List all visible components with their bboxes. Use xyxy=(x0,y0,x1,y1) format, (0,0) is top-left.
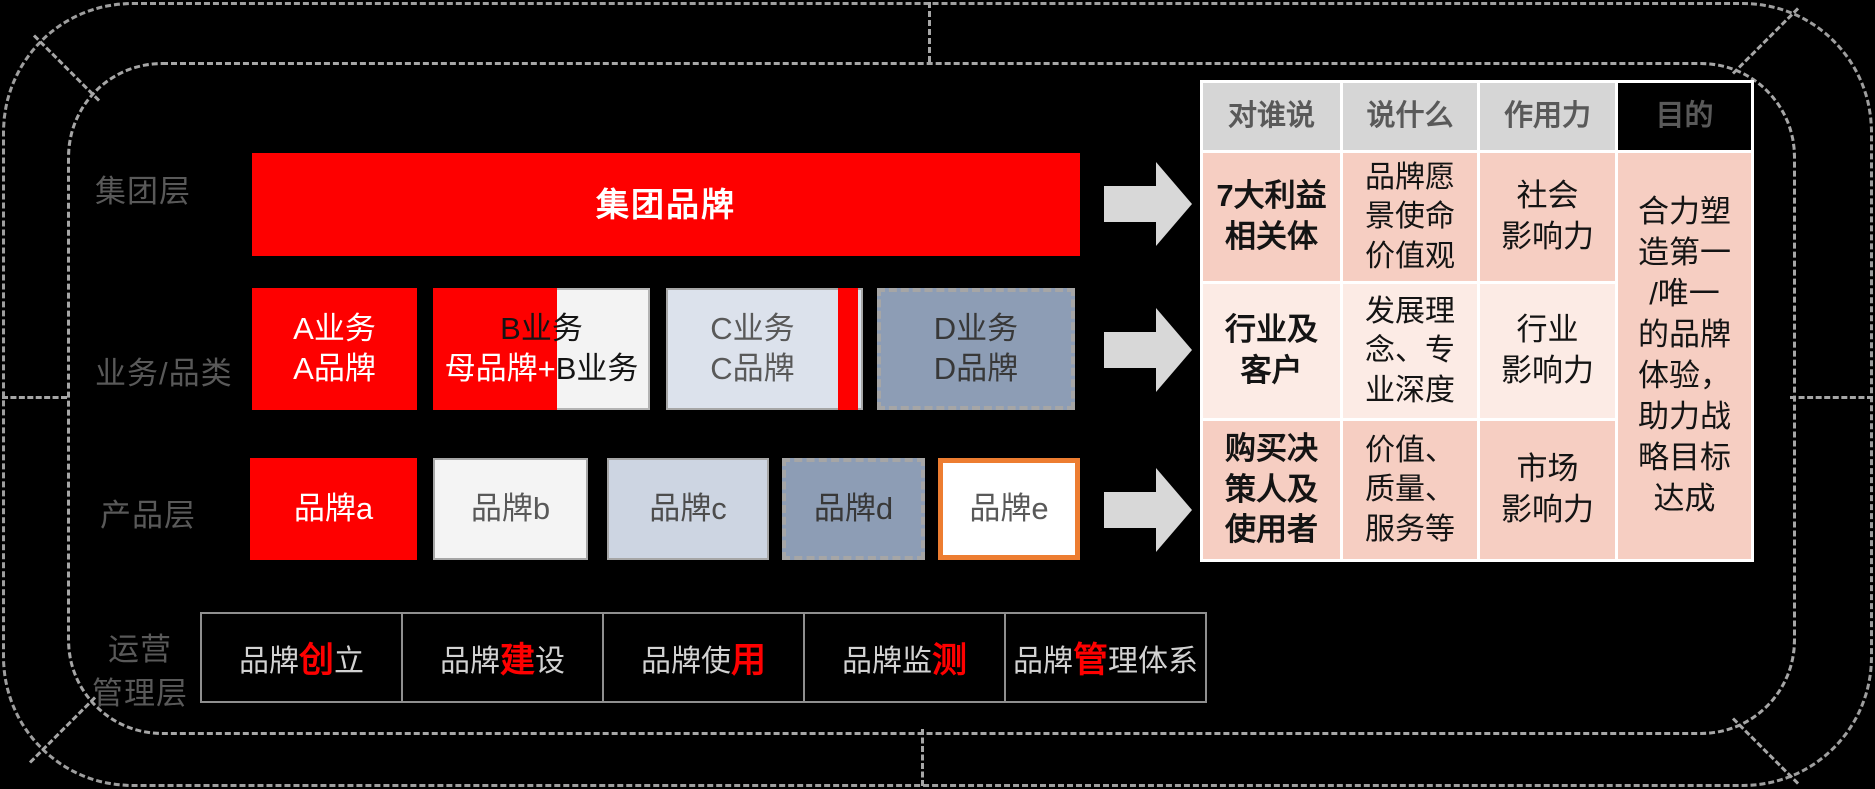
ops-text: 立 xyxy=(334,644,364,678)
ops-text: 品牌监 xyxy=(841,644,932,678)
business-c-box: C业务 C品牌 xyxy=(666,288,863,410)
ops-process-row: 品牌创立 品牌建设 品牌使用 品牌监测 品牌管理体系 xyxy=(200,612,1207,703)
ops-text-highlight: 管 xyxy=(1072,641,1108,680)
right-arrow-icon xyxy=(1104,468,1192,552)
row-label-business-level: 业务/品类 xyxy=(95,356,233,391)
table-cell-power-row2: 行业 影响力 xyxy=(1480,284,1615,418)
business-b-line2-parent: 母品牌+ xyxy=(444,351,556,386)
edge-connector-left xyxy=(2,396,67,399)
ops-box-brand-building: 品牌建设 xyxy=(401,612,604,703)
table-cell-power-row1: 社会 影响力 xyxy=(1480,153,1615,281)
ops-text: 品牌 xyxy=(238,644,299,678)
business-b-red-half xyxy=(433,288,557,410)
ops-box-brand-usage: 品牌使用 xyxy=(602,612,805,703)
ops-text-highlight: 用 xyxy=(730,641,766,680)
right-arrow-icon xyxy=(1104,308,1192,392)
table-cell-power-row3: 市场 影响力 xyxy=(1480,421,1615,559)
table-cell-who-row2: 行业及 客户 xyxy=(1203,284,1340,418)
business-c-red-stripe xyxy=(838,288,858,410)
table-cell-who-row1: 7大利益 相关体 xyxy=(1203,153,1340,281)
right-arrow-icon xyxy=(1104,162,1192,246)
ops-text-highlight: 创 xyxy=(298,641,334,680)
edge-connector-bottom xyxy=(921,729,924,786)
ops-text: 设 xyxy=(535,644,565,678)
business-b-box: B业务 母品牌+B业务 xyxy=(433,288,650,410)
row-label-ops-level: 运营 管理层 xyxy=(92,632,188,711)
product-d-box: 品牌d xyxy=(782,458,925,560)
ops-box-brand-creation: 品牌创立 xyxy=(200,612,403,703)
business-d-box: D业务 D品牌 xyxy=(877,288,1075,410)
business-b-line1: B业务 xyxy=(500,311,583,346)
product-a-box: 品牌a xyxy=(250,458,417,560)
product-e-box: 品牌e xyxy=(938,458,1080,560)
row-label-product-level: 产品层 xyxy=(100,498,196,533)
communication-table: 对谁说 说什么 作用力 目的 7大利益 相关体 品牌愿 景使命 价值观 社会 影… xyxy=(1200,80,1754,562)
edge-connector-top xyxy=(928,2,931,62)
business-c-text: C业务 C品牌 xyxy=(710,311,795,386)
business-b-line2-sub: B业务 xyxy=(555,351,639,386)
table-header-message: 说什么 xyxy=(1343,83,1477,150)
product-c-box: 品牌c xyxy=(607,458,769,560)
row-label-group-level: 集团层 xyxy=(95,174,191,209)
business-b-text: B业务 母品牌+B业务 xyxy=(433,288,650,410)
ops-text: 品牌 xyxy=(439,644,500,678)
table-cell-who-row3: 购买决 策人及 使用者 xyxy=(1203,421,1340,559)
ops-text: 品牌使 xyxy=(640,644,731,678)
table-header-purpose: 目的 xyxy=(1618,83,1751,150)
ops-text: 理体系 xyxy=(1108,644,1198,678)
ops-text-highlight: 建 xyxy=(499,641,535,680)
ops-box-brand-monitoring: 品牌监测 xyxy=(803,612,1006,703)
table-header-influence: 作用力 xyxy=(1480,83,1615,150)
group-brand-bar: 集团品牌 xyxy=(252,153,1080,256)
ops-box-brand-management-system: 品牌管理体系 xyxy=(1004,612,1207,703)
ops-text-highlight: 测 xyxy=(931,641,967,680)
table-cell-what-row1: 品牌愿 景使命 价值观 xyxy=(1343,153,1477,281)
edge-connector-right xyxy=(1790,396,1873,399)
table-header-audience: 对谁说 xyxy=(1203,83,1340,150)
table-cell-what-row3: 价值、 质量、 服务等 xyxy=(1343,421,1477,559)
business-a-box: A业务 A品牌 xyxy=(252,288,417,410)
ops-text: 品牌 xyxy=(1012,644,1073,678)
business-b-line2: 母品牌+B业务 xyxy=(445,349,639,389)
table-cell-purpose: 合力塑 造第一 /唯一 的品牌 体验， 助力战 略目标 达成 xyxy=(1618,153,1751,559)
product-b-box: 品牌b xyxy=(433,458,588,560)
business-b-white-half xyxy=(557,288,650,410)
table-cell-what-row2: 发展理 念、专 业深度 xyxy=(1343,284,1477,418)
